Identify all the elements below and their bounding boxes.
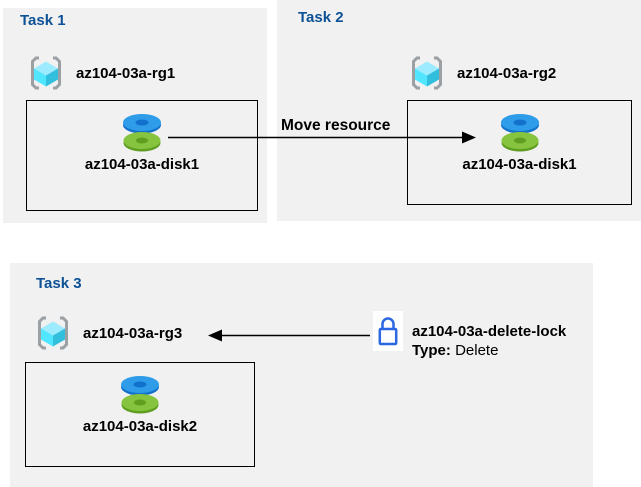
disk-icon (123, 114, 161, 152)
task3-box: Task 3 az104-03a-rg3 az104-03a-disk2 (10, 263, 593, 487)
task1-box: Task 1 az104-03a-rg1 az104-03a-disk1 (3, 8, 267, 223)
task1-resource-group-label: az104-03a-rg1 (76, 64, 176, 82)
task2-resource-group-row: az104-03a-rg2 (407, 53, 556, 93)
move-resource-label: Move resource (281, 117, 391, 134)
disk-icon (121, 376, 159, 414)
resource-group-icon (412, 56, 442, 90)
task1-disk-label: az104-03a-disk1 (84, 156, 200, 173)
task3-title: Task 3 (36, 275, 82, 292)
task2-box: Task 2 az104-03a-rg2 az104-03a-disk1 (277, 0, 641, 221)
lock-type: Type: Delete (412, 341, 566, 360)
task2-disk-label: az104-03a-disk1 (462, 156, 577, 173)
disk-icon (500, 114, 539, 152)
lock-chip (373, 311, 403, 351)
lock-name: az104-03a-delete-lock (412, 323, 567, 340)
task3-resource-group-row: az104-03a-rg3 (33, 313, 182, 353)
task1-title: Task 1 (20, 12, 66, 29)
resource-group-icon (31, 56, 61, 90)
task3-resource-group-label: az104-03a-rg3 (83, 324, 183, 342)
lock-type-label: Type: (412, 342, 451, 359)
task2-resource-box: az104-03a-disk1 (407, 100, 632, 205)
task3-disk-label: az104-03a-disk2 (82, 418, 198, 435)
lock-annotation: az104-03a-delete-lock Type: Delete (412, 322, 566, 360)
lock-icon (378, 317, 398, 346)
resource-group-icon (38, 316, 68, 350)
task3-resource-box: az104-03a-disk2 (25, 362, 255, 467)
task2-title: Task 2 (298, 9, 344, 26)
move-arrow-right-icon (168, 131, 476, 144)
lock-type-value: Delete (450, 342, 499, 359)
task2-resource-group-label: az104-03a-rg2 (457, 64, 557, 82)
task1-resource-box: az104-03a-disk1 (26, 100, 258, 211)
task1-resource-group-row: az104-03a-rg1 (26, 53, 175, 93)
lock-arrow-left-icon (208, 329, 370, 342)
